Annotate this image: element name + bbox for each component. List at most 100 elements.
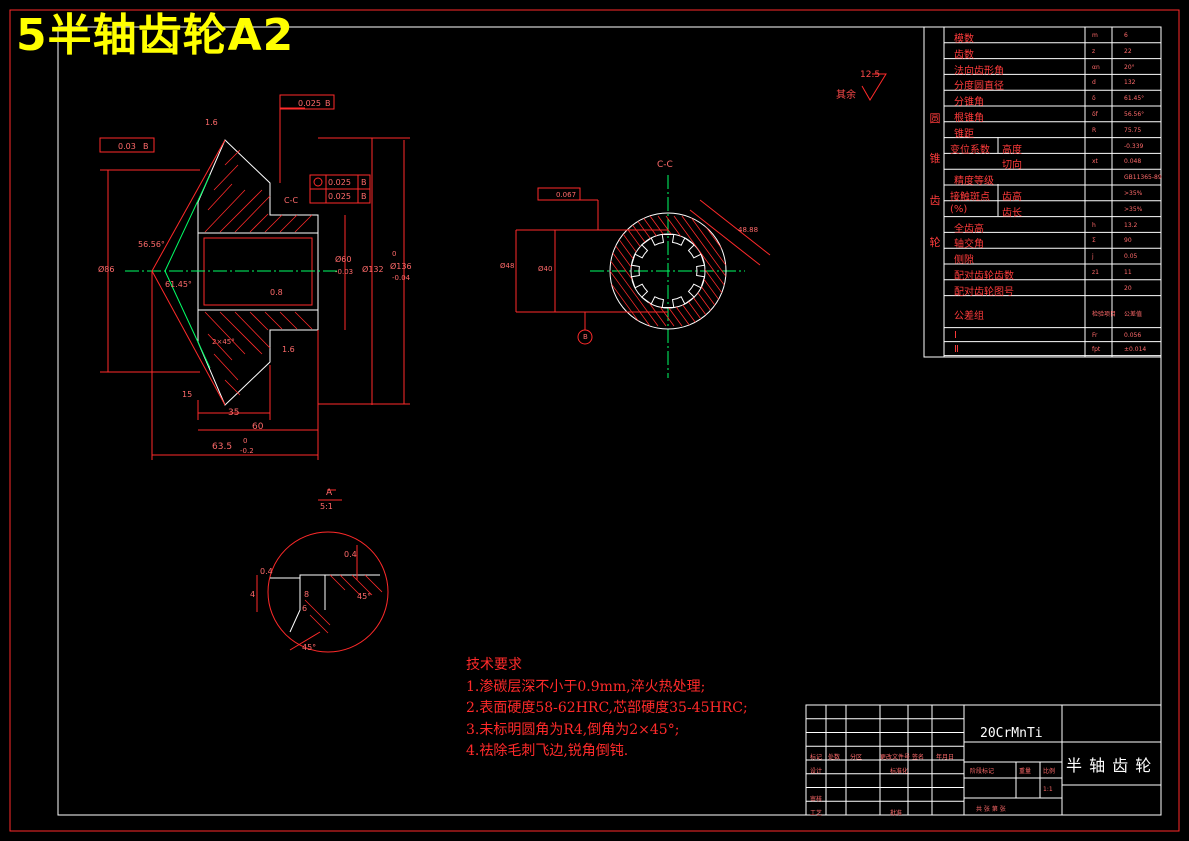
spec-table-grid [923, 26, 1162, 358]
spec-param-value: 0.048 [1124, 158, 1142, 166]
detail-angle-45a: 45° [357, 592, 372, 601]
spec-param-symbol: Fr [1092, 331, 1098, 339]
section-dia-label: 48.88 [738, 226, 759, 234]
spec-group-char: 锥 [929, 152, 941, 165]
dim-63-5: 63.5 [212, 442, 233, 452]
spec-param-name: 精度等级 [954, 176, 994, 188]
runout-value-right-1: 0.025 [328, 178, 351, 187]
spec-param-name: 接触斑点 [950, 192, 990, 203]
spec-param-name: 配对齿轮齿数 [954, 271, 1014, 282]
spec-param-name: 分度圆直径 [954, 81, 1004, 93]
spec-param-value: 0.05 [1124, 253, 1138, 261]
tb-scale-value: 1:1 [1043, 786, 1053, 793]
detail-letter: A [326, 488, 333, 498]
spec-param-symbol: R [1092, 126, 1097, 134]
hatch-upper [204, 149, 313, 233]
material-label: 20CrMnTi [980, 726, 1043, 741]
dia-136-tol-up: 0 [392, 250, 397, 258]
detail-dim-0-4b: 0.4 [344, 550, 357, 559]
datum-b-label: B [583, 333, 588, 341]
spec-param-name: 模数 [954, 34, 974, 45]
tb-small-label: 标记 [810, 754, 823, 761]
angle-label-b: 61.45° [165, 280, 192, 289]
dim-15: 15 [182, 390, 193, 399]
section-dia-outer: Ø48 [500, 262, 515, 270]
spec-param-name: Ⅰ [954, 329, 957, 341]
spec-param-symbol: δ [1092, 95, 1096, 103]
tech-item: 3.未标明圆角为R4,倒角为2×45°; [466, 721, 680, 738]
spec-param-symbol: h [1092, 221, 1096, 229]
spec-param-value: 11 [1124, 269, 1132, 276]
spec-param-name: 公差组 [954, 310, 984, 322]
spec-param-name: 侧隙 [954, 255, 974, 267]
detail-scale: 5:1 [320, 502, 333, 511]
flatness-value-left: 0.03 [118, 142, 136, 151]
spec-param-value: 56.56° [1124, 111, 1145, 118]
tb-header-weight: 重量 [1019, 768, 1032, 775]
spec-param-name: 变位系数 [950, 144, 990, 156]
tech-item: 4.祛除毛刺飞边,锐角倒钝. [466, 743, 629, 759]
section-cc-view [515, 175, 771, 378]
spec-param-symbol: d [1092, 79, 1096, 87]
roughness-1-6-top: 1.6 [205, 118, 218, 127]
spec-param-symbol: fpt [1092, 345, 1101, 353]
spec-param-value: 13.2 [1124, 221, 1138, 229]
spec-param-name: (%) [950, 203, 968, 215]
spec-param-name: 分锥角 [954, 97, 984, 109]
tb-small-label: 分区 [850, 754, 863, 761]
detail-dim-4: 4 [250, 590, 256, 599]
spec-param-symbol: 检验项目 [1092, 310, 1117, 318]
dim-35: 35 [228, 408, 240, 418]
runout-value-right-2: 0.025 [328, 192, 351, 201]
dia-60: Ø60 [335, 255, 352, 264]
dim-60: 60 [252, 422, 264, 432]
chamfer-label: 2×45° [212, 338, 235, 346]
dia-136-tol: -0.04 [392, 274, 411, 282]
inner-border [57, 26, 1162, 816]
spec-param-name: 齿数 [954, 49, 974, 61]
spec-param-value: 75.75 [1124, 126, 1142, 134]
spec-param-symbol: m [1092, 32, 1098, 39]
spec-param-value: 6 [1124, 32, 1128, 39]
spec-param-value: GB11365-89 [1124, 174, 1162, 182]
detail-angle-45b: 45° [302, 643, 317, 652]
spec-param-symbol: αn [1092, 63, 1100, 71]
tech-item: 2.表面硬度58-62HRC,芯部硬度35-45HRC; [466, 700, 748, 716]
detail-circle [267, 531, 389, 653]
spec-param-symbol: z1 [1092, 269, 1099, 276]
tb-header-scale: 比例 [1043, 768, 1056, 775]
angle-label-a: 56.56° [138, 240, 165, 249]
tech-heading: 技术要求 [466, 657, 522, 673]
spec-param-value: 0.056 [1124, 331, 1142, 339]
title-block-grid [805, 704, 1162, 816]
spec-param-symbol: xt [1092, 158, 1098, 166]
spec-param-value: 20 [1124, 284, 1132, 292]
spec-param-name: 锥距 [954, 128, 974, 140]
runout-box-section [537, 187, 581, 201]
tech-item: 1.渗碳层深不小于0.9mm,淬火热处理; [466, 678, 706, 695]
detail-dim-0-4a: 0.4 [260, 567, 273, 576]
part-name: 半 轴 齿 轮 [1066, 756, 1153, 775]
dim-63-5-tol-up: 0 [243, 437, 248, 445]
dim-63-5-tol: -0.2 [240, 447, 254, 455]
tb-sheets: 共 张 第 张 [976, 806, 1006, 813]
spec-param-sub: 切向 [1002, 160, 1022, 172]
sheet-title: 5半轴齿轮A2 [16, 10, 295, 61]
roughness-0-8: 0.8 [270, 288, 283, 297]
spec-param-sub: 齿长 [1002, 207, 1022, 219]
tb-small-label: 批准 [890, 810, 903, 817]
tb-small-label: 年月日 [936, 754, 955, 761]
outer-border [9, 9, 1180, 832]
spec-group-char: 齿 [929, 194, 941, 207]
tb-header-stage: 阶段标记 [970, 768, 995, 775]
spline-teeth [630, 234, 706, 308]
spec-param-value: 132 [1124, 79, 1136, 87]
roughness-symbol [861, 73, 887, 101]
spec-param-value: 20° [1124, 63, 1135, 71]
spec-param-sub: 齿高 [1002, 192, 1022, 203]
spec-param-symbol: z [1092, 47, 1096, 55]
dia-60-tol: -0.03 [335, 268, 354, 276]
spec-group-char: 轮 [929, 236, 941, 249]
hatch-lower [204, 311, 313, 396]
